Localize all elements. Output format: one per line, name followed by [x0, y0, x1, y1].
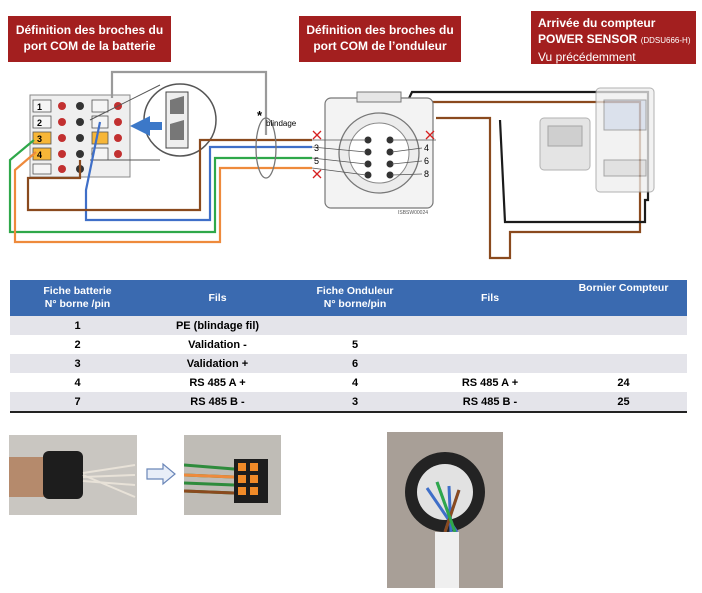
meter-model: (DDSU666-H): [640, 36, 691, 45]
col-inverter-pin: Fiche Onduleur N° borne/pin: [290, 280, 420, 316]
unused-pin-cross-icon: [425, 130, 435, 140]
table-header-row: Fiche batterie N° borne /pin Fils Fiche …: [10, 280, 687, 316]
cell: 4: [290, 373, 420, 392]
table-row: 2 Validation - 5: [10, 335, 687, 354]
meter-header-line2: POWER SENSOR (DDSU666-H): [538, 31, 696, 49]
inverter-port-header: Définition des broches du port COM de l’…: [299, 16, 461, 62]
wire-brown-battery: [26, 138, 312, 212]
battery-terminal-column: 1 2 3 4 7: [32, 99, 96, 175]
inverter-header-line1: Définition des broches du: [306, 23, 454, 37]
battery-terminal-4: 4: [37, 150, 42, 160]
zoom-arrow-icon: [130, 116, 162, 136]
zoom-callout: [89, 83, 217, 161]
connector-pin-6: 6: [424, 156, 429, 166]
cell: RS 485 B -: [420, 392, 560, 413]
battery-port-header: Définition des broches du port COM de la…: [8, 16, 171, 62]
wiring-diagram: 1 2 3 4 7: [8, 70, 655, 260]
wire-black-meter: [379, 90, 650, 224]
cell: Validation -: [145, 335, 290, 354]
cell: 4: [10, 373, 145, 392]
unused-pin-cross-icon: [312, 169, 322, 179]
col-battery-wire: Fils: [145, 280, 290, 316]
battery-terminal-3: 3: [37, 134, 42, 144]
shield-asterisk: *: [257, 108, 263, 123]
cell: [560, 316, 687, 335]
connector-pin-5: 5: [314, 156, 319, 166]
wire-blue: [84, 121, 312, 222]
photo-wired-terminal: [184, 435, 281, 515]
cell: 3: [10, 354, 145, 373]
cell: RS 485 A +: [420, 373, 560, 392]
cell: 6: [290, 354, 420, 373]
cell: 2: [10, 335, 145, 354]
cell: [560, 354, 687, 373]
inverter-connector: 3 5 4 6 8 ISBSW00024: [311, 91, 436, 216]
wire-green: [8, 139, 312, 234]
table-row: 1 PE (blindage fil): [10, 316, 687, 335]
meter-header-line3: Vu précédemment: [538, 50, 636, 64]
wire-orange: [13, 151, 312, 244]
battery-header-line1: Définition des broches du: [15, 23, 164, 37]
cell: [420, 316, 560, 335]
cell: RS 485 B -: [145, 392, 290, 413]
battery-terminal-2: 2: [37, 118, 42, 128]
cell: [420, 335, 560, 354]
shield-label: blindage: [266, 119, 297, 128]
wire-gray-shield: [110, 70, 268, 135]
cell: PE (blindage fil): [145, 316, 290, 335]
connector-pin-4: 4: [424, 143, 429, 153]
table-row: 3 Validation + 6: [10, 354, 687, 373]
shield-ellipse: [255, 117, 277, 179]
col-meter-terminal: Bornier Compteur: [560, 280, 687, 316]
col-inverter-wire: Fils: [420, 280, 560, 316]
cell: [290, 316, 420, 335]
connector-pin-8: 8: [424, 169, 429, 179]
meter-illustration: [539, 87, 655, 193]
cell: 5: [290, 335, 420, 354]
meter-header-line1: Arrivée du compteur: [538, 16, 656, 30]
photo-connector-cable: [9, 435, 137, 515]
meter-name: POWER SENSOR: [538, 32, 638, 46]
wire-brown-meter: [393, 100, 642, 260]
cell: 25: [560, 392, 687, 413]
battery-terminal-screws: [58, 99, 122, 173]
cell: 3: [290, 392, 420, 413]
wires: [8, 70, 650, 260]
cell: [560, 335, 687, 354]
battery-terminal-1: 1: [37, 102, 42, 112]
cell: [420, 354, 560, 373]
cell: 7: [10, 392, 145, 413]
arrow-right-icon: [146, 462, 176, 486]
battery-header-line2: port COM de la batterie: [23, 39, 156, 53]
connector-pin-3: 3: [314, 143, 319, 153]
table-row: 7 RS 485 B - 3 RS 485 B - 25: [10, 392, 687, 413]
connector-part-code: ISBSW00024: [398, 210, 428, 216]
inverter-header-line2: port COM de l’onduleur: [313, 39, 447, 53]
cell: RS 485 A +: [145, 373, 290, 392]
unused-pin-cross-icon: [312, 130, 322, 140]
meter-header: Arrivée du compteur POWER SENSOR (DDSU66…: [531, 11, 696, 64]
cell: 24: [560, 373, 687, 392]
table-row: 4 RS 485 A + 4 RS 485 A + 24: [10, 373, 687, 392]
photo-inverter-plug: [387, 432, 503, 588]
cell: Validation +: [145, 354, 290, 373]
col-battery-pin: Fiche batterie N° borne /pin: [10, 280, 145, 316]
pin-mapping-table: Fiche batterie N° borne /pin Fils Fiche …: [10, 280, 687, 413]
cell: 1: [10, 316, 145, 335]
